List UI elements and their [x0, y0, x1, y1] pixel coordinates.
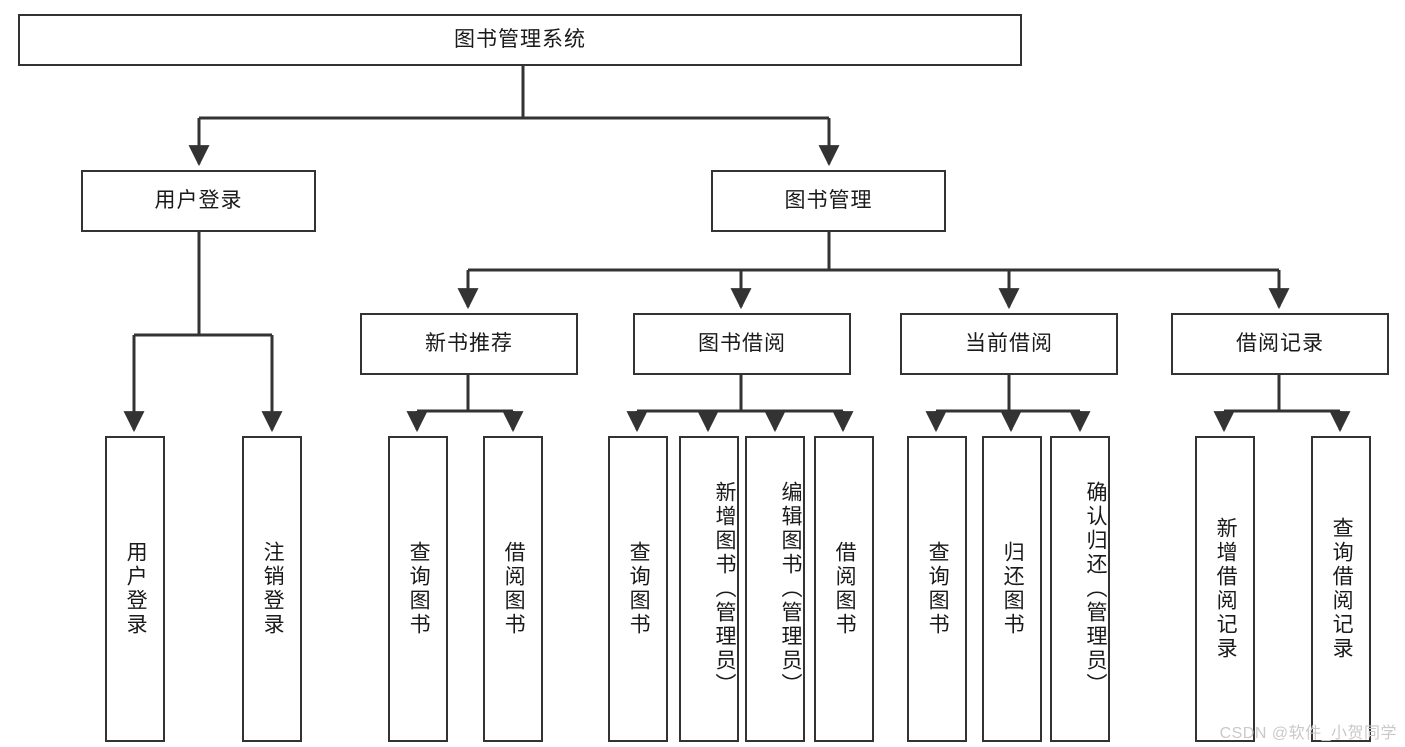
leaf-br-add-record[interactable]: 新增借阅记录 [1195, 436, 1255, 742]
leaf-cb-query-book[interactable]: 查询图书 [907, 436, 967, 742]
node-user-login[interactable]: 用户登录 [81, 170, 316, 232]
leaf-logout[interactable]: 注销登录 [242, 436, 302, 742]
node-current-borrow[interactable]: 当前借阅 [900, 313, 1118, 375]
leaf-bb-borrow-book[interactable]: 借阅图书 [814, 436, 874, 742]
leaf-nb-query-book[interactable]: 查询图书 [388, 436, 448, 742]
csdn-watermark: CSDN @软件_小贺同学 [1219, 725, 1397, 742]
node-new-book-recommend[interactable]: 新书推荐 [360, 313, 578, 375]
leaf-bb-edit-book-admin[interactable]: 编辑图书（管理员） [745, 436, 805, 742]
leaf-br-query-record[interactable]: 查询借阅记录 [1311, 436, 1371, 742]
leaf-bb-query-book[interactable]: 查询图书 [608, 436, 668, 742]
node-book-borrow[interactable]: 图书借阅 [633, 313, 851, 375]
leaf-bb-add-book-admin[interactable]: 新增图书（管理员） [679, 436, 739, 742]
leaf-cb-confirm-return-admin[interactable]: 确认归还（管理员） [1050, 436, 1110, 742]
leaf-user-login[interactable]: 用户登录 [105, 436, 165, 742]
node-root-system[interactable]: 图书管理系统 [18, 14, 1022, 66]
node-borrow-record[interactable]: 借阅记录 [1171, 313, 1389, 375]
node-book-manage[interactable]: 图书管理 [711, 170, 946, 232]
leaf-cb-return-book[interactable]: 归还图书 [982, 436, 1042, 742]
leaf-nb-borrow-book[interactable]: 借阅图书 [483, 436, 543, 742]
